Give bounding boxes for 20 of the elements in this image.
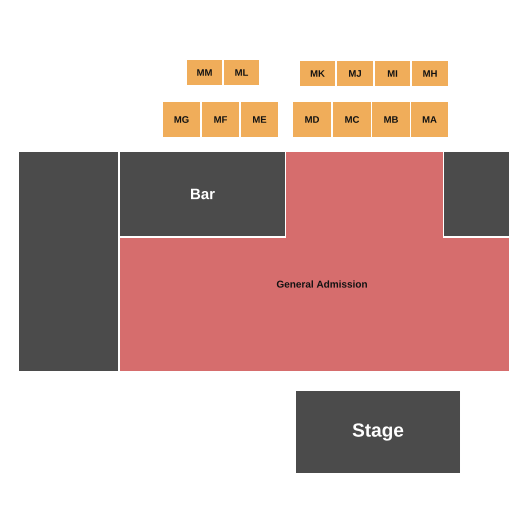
venue-block — [19, 152, 118, 371]
seat-section: MB — [372, 102, 410, 137]
seat-section: ML — [224, 60, 259, 85]
stage-area: Stage — [296, 391, 460, 473]
seat-section: MD — [293, 102, 331, 137]
node-label: MC — [345, 116, 360, 123]
seat-section: MH — [412, 61, 448, 86]
node-label: MA — [422, 116, 437, 123]
bar-area: Bar — [120, 152, 285, 236]
seat-section: MI — [375, 61, 410, 86]
seat-section: MJ — [337, 61, 373, 86]
venue-block — [444, 152, 509, 236]
seat-section: MM — [187, 60, 222, 85]
seat-section: MF — [202, 102, 239, 137]
seat-section: MA — [411, 102, 448, 137]
seat-section: MG — [163, 102, 200, 137]
node-label: MB — [384, 116, 398, 123]
seat-section: ME — [241, 102, 278, 137]
seat-section: MK — [300, 61, 335, 86]
seat-section: MC — [333, 102, 371, 137]
